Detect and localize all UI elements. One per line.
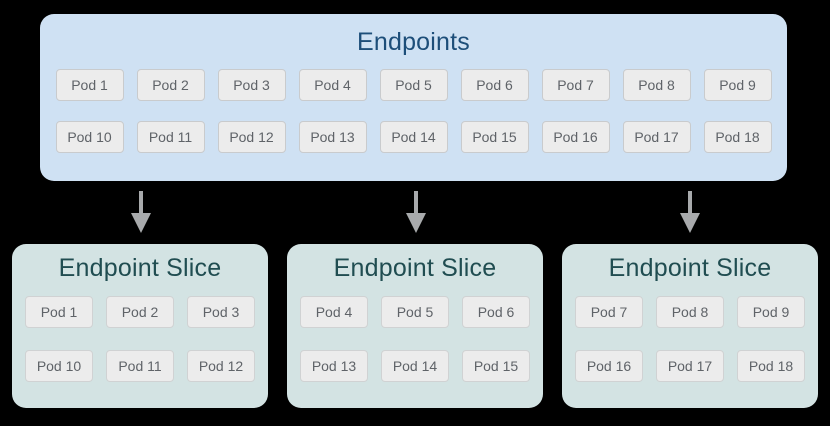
pod-box: Pod 17 — [656, 350, 724, 382]
pod-box: Pod 11 — [106, 350, 174, 382]
pod-box: Pod 4 — [298, 69, 367, 101]
endpoint-slice-box-3: Endpoint Slice Pod 7 Pod 8 Pod 9 Pod 16 … — [562, 244, 818, 408]
down-arrow-icon — [680, 191, 700, 233]
pod-box: Pod 6 — [460, 69, 529, 101]
pod-box: Pod 8 — [622, 69, 691, 101]
arrow-head — [406, 213, 426, 233]
endpoints-title: Endpoints — [357, 28, 470, 56]
pod-box: Pod 7 — [575, 296, 643, 328]
pod-box: Pod 13 — [298, 121, 367, 153]
arrow-stem — [414, 191, 418, 213]
pod-box: Pod 10 — [55, 121, 124, 153]
endpoint-slice-box-1: Endpoint Slice Pod 1 Pod 2 Pod 3 Pod 10 … — [12, 244, 268, 408]
pod-box: Pod 14 — [381, 350, 449, 382]
arrow-head — [680, 213, 700, 233]
pod-box: Pod 3 — [187, 296, 255, 328]
endpoint-slice-box-2: Endpoint Slice Pod 4 Pod 5 Pod 6 Pod 13 … — [287, 244, 543, 408]
slice-pod-row-2: Pod 13 Pod 14 Pod 15 — [287, 350, 543, 382]
pod-box: Pod 17 — [622, 121, 691, 153]
endpoints-pod-row-1: Pod 1 Pod 2 Pod 3 Pod 4 Pod 5 Pod 6 Pod … — [40, 69, 787, 101]
pod-box: Pod 12 — [217, 121, 286, 153]
pod-box: Pod 9 — [703, 69, 772, 101]
pod-box: Pod 5 — [381, 296, 449, 328]
slice-pod-row-2: Pod 10 Pod 11 Pod 12 — [12, 350, 268, 382]
down-arrow-icon — [131, 191, 151, 233]
endpoint-slice-title: Endpoint Slice — [58, 254, 222, 282]
pod-box: Pod 15 — [460, 121, 529, 153]
pod-box: Pod 15 — [462, 350, 530, 382]
pod-box: Pod 9 — [737, 296, 805, 328]
endpoints-pod-row-2: Pod 10 Pod 11 Pod 12 Pod 13 Pod 14 Pod 1… — [40, 121, 787, 153]
slice-pod-row-2: Pod 16 Pod 17 Pod 18 — [562, 350, 818, 382]
pod-box: Pod 5 — [379, 69, 448, 101]
pod-box: Pod 14 — [379, 121, 448, 153]
pod-box: Pod 16 — [575, 350, 643, 382]
slice-pod-row-1: Pod 7 Pod 8 Pod 9 — [562, 296, 818, 328]
pod-box: Pod 4 — [300, 296, 368, 328]
pod-box: Pod 1 — [25, 296, 93, 328]
arrow-head — [131, 213, 151, 233]
endpoints-box: Endpoints Pod 1 Pod 2 Pod 3 Pod 4 Pod 5 … — [40, 14, 787, 181]
pod-box: Pod 1 — [55, 69, 124, 101]
pod-box: Pod 2 — [136, 69, 205, 101]
endpoint-slice-title: Endpoint Slice — [333, 254, 497, 282]
pod-box: Pod 7 — [541, 69, 610, 101]
pod-box: Pod 2 — [106, 296, 174, 328]
pod-box: Pod 10 — [25, 350, 93, 382]
pod-box: Pod 16 — [541, 121, 610, 153]
arrow-stem — [688, 191, 692, 213]
pod-box: Pod 8 — [656, 296, 724, 328]
pod-box: Pod 11 — [136, 121, 205, 153]
pod-box: Pod 18 — [703, 121, 772, 153]
pod-box: Pod 12 — [187, 350, 255, 382]
pod-box: Pod 13 — [300, 350, 368, 382]
down-arrow-icon — [406, 191, 426, 233]
slice-pod-row-1: Pod 1 Pod 2 Pod 3 — [12, 296, 268, 328]
slice-pod-row-1: Pod 4 Pod 5 Pod 6 — [287, 296, 543, 328]
pod-box: Pod 18 — [737, 350, 805, 382]
endpoint-slice-title: Endpoint Slice — [608, 254, 772, 282]
pod-box: Pod 6 — [462, 296, 530, 328]
arrow-stem — [139, 191, 143, 213]
pod-box: Pod 3 — [217, 69, 286, 101]
